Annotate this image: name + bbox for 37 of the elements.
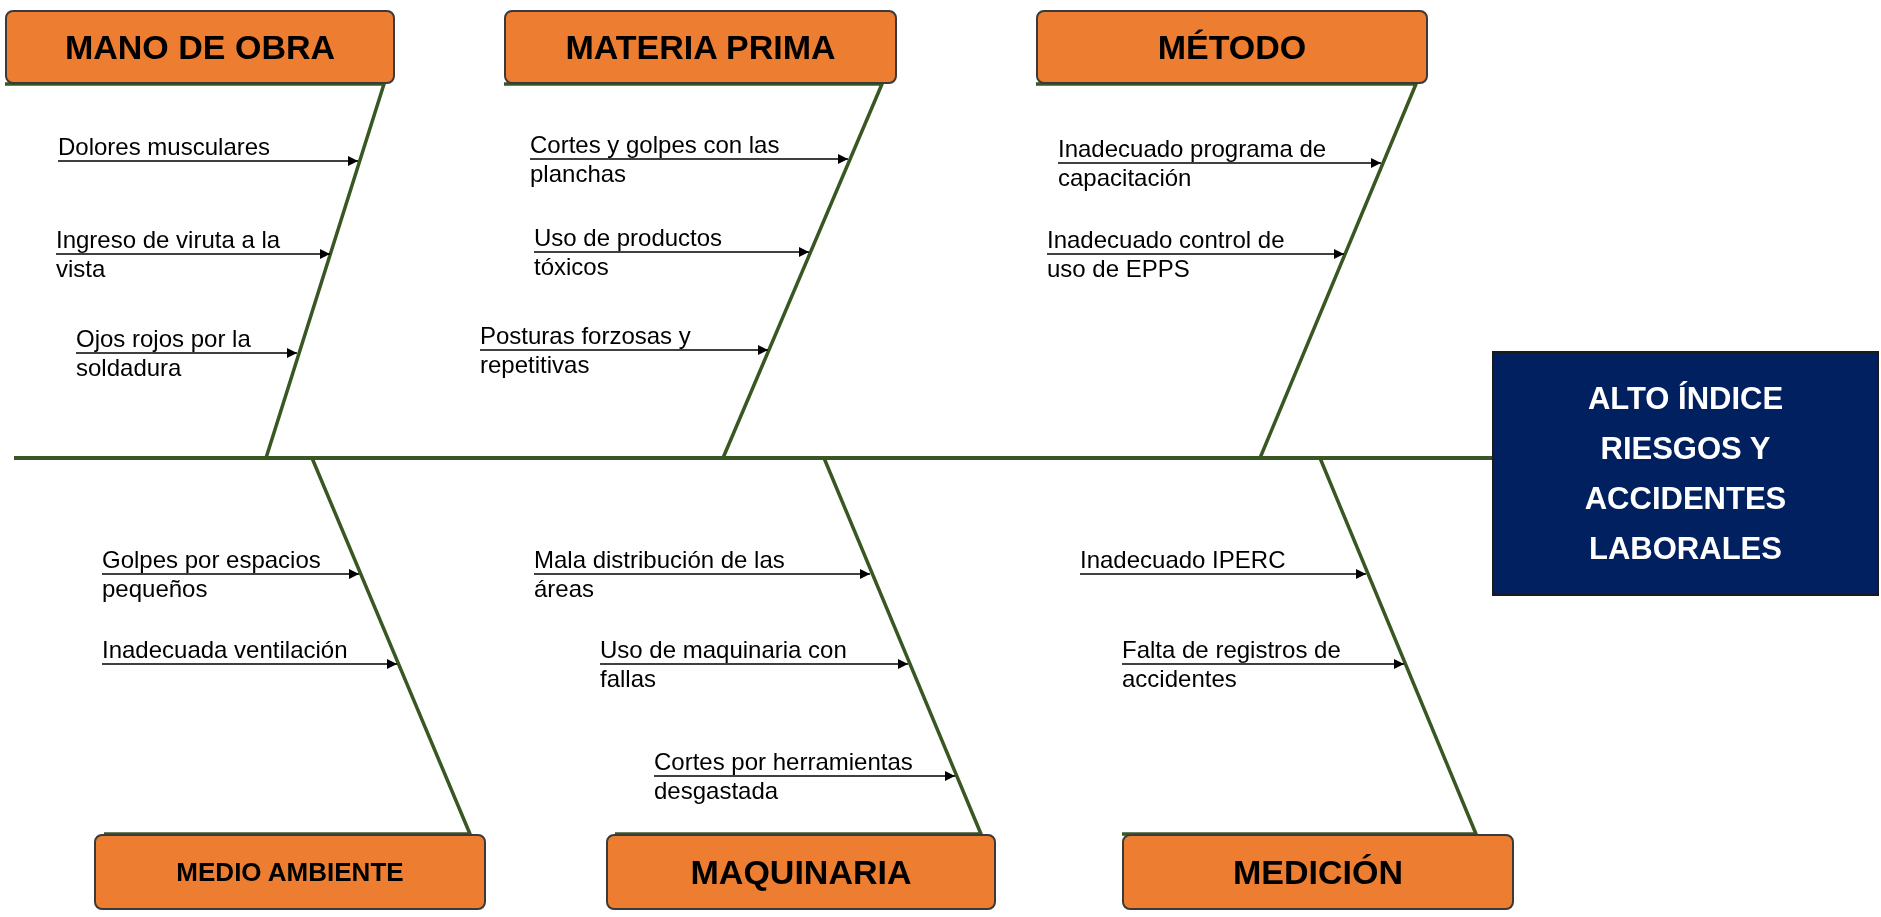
arrow [479, 345, 769, 355]
arrow [75, 348, 298, 358]
cause-text: Mala distribución de las áreas [534, 545, 824, 603]
arrow [653, 771, 956, 781]
cause-text: Uso de maquinaria con fallas [600, 635, 890, 693]
category-box: MÉTODO [1036, 10, 1428, 84]
arrow [1057, 158, 1382, 168]
cause-text: Cortes por herramientas desgastada [654, 747, 954, 805]
cause-text: Ojos rojos por la soldadura [76, 324, 286, 382]
cause-text: Inadecuado IPERC [1080, 545, 1286, 574]
effect-box: ALTO ÍNDICE RIESGOS Y ACCIDENTES LABORALES [1492, 351, 1879, 596]
cause-text: Inadecuada ventilación [102, 635, 348, 664]
cause-text: Uso de productos tóxicos [534, 223, 759, 281]
cause-text: Inadecuado control de uso de EPPS [1047, 225, 1327, 283]
cause-text: Inadecuado programa de capacitación [1058, 134, 1333, 192]
category-box: MANO DE OBRA [5, 10, 395, 84]
arrow [599, 659, 909, 669]
arrow [101, 569, 360, 579]
arrow [101, 659, 398, 669]
cause-text: Golpes por espacios pequeños [102, 545, 357, 603]
arrow [1079, 569, 1367, 579]
cause-text: Cortes y golpes con las planchas [530, 130, 855, 188]
cause-text: Posturas forzosas y repetitivas [480, 321, 730, 379]
cause-text: Falta de registros de accidentes [1122, 635, 1382, 693]
category-box: MAQUINARIA [606, 834, 996, 910]
arrow [533, 569, 871, 579]
arrow [533, 247, 810, 257]
arrow [57, 156, 359, 166]
arrow [529, 154, 849, 164]
category-box: MEDICIÓN [1122, 834, 1514, 910]
category-box: MATERIA PRIMA [504, 10, 897, 84]
arrow [1046, 249, 1345, 259]
cause-text: Ingreso de viruta a la vista [56, 225, 321, 283]
category-box: MEDIO AMBIENTE [94, 834, 486, 910]
arrow [1121, 659, 1405, 669]
cause-text: Dolores musculares [58, 132, 271, 161]
arrow [55, 249, 331, 259]
